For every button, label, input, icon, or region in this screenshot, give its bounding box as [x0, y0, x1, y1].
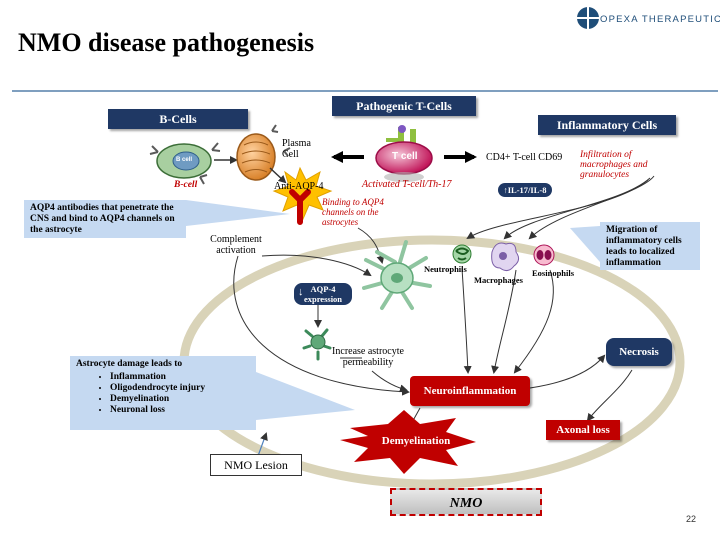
pathogenic-t-cells-header: Pathogenic T-Cells	[332, 96, 476, 116]
axonal-loss-box: Axonal loss	[546, 420, 620, 440]
macrophage-icon	[491, 242, 520, 272]
eosinophils-label: Eosinophils	[532, 268, 575, 278]
aqp4-expression-line2: expression	[303, 294, 343, 304]
macrophages-label: Macrophages	[474, 275, 523, 285]
il17-il8-badge: ↑IL-17/IL-8	[498, 183, 552, 197]
down-arrow-icon: ↓	[298, 286, 304, 298]
up-arrow-icon: ↑	[503, 185, 508, 195]
list-item: Oligodendrocyte injury	[110, 383, 250, 394]
b-cell-icon	[149, 142, 221, 185]
aqp4-expression-badge: ↓ AQP-4 expression	[294, 283, 352, 305]
antibody-icon	[289, 189, 311, 225]
title-divider	[12, 90, 718, 92]
callout-pointer-damage	[256, 372, 355, 420]
callout-pointer-aqp4	[186, 200, 290, 226]
b-cells-header: B-Cells	[108, 109, 248, 129]
list-item: Inflammation	[110, 372, 250, 383]
list-item: Neuronal loss	[110, 405, 250, 416]
opexa-logo-icon	[577, 7, 599, 29]
astrocyte-damage-list: Inflammation Oligodendrocyte injury Demy…	[76, 372, 250, 416]
astrocyte-damage-callout: Astrocyte damage leads to Inflammation O…	[70, 356, 256, 430]
eosinophil-icon	[533, 244, 555, 266]
damaged-astrocyte-icon	[302, 328, 332, 361]
nmo-box: NMO	[390, 488, 542, 516]
aqp4-expression-line1: AQP-4	[310, 284, 336, 294]
binding-aqp4-label: Binding to AQP4 channels on the astrocyt…	[322, 197, 384, 227]
activated-t-cell-label: Activated T-cell/Th-17	[362, 179, 452, 190]
cd4-label: CD4+ T-cell CD69	[486, 152, 563, 163]
plasma-cell-label: Plasma Cell	[282, 138, 311, 160]
astrocyte-damage-title: Astrocyte damage leads to	[76, 359, 183, 369]
astrocyte-icon	[362, 240, 432, 310]
il17-label: IL-17/IL-8	[507, 185, 547, 195]
infiltration-label: Infiltration of macrophages and granuloc…	[580, 150, 648, 180]
aqp4-antibodies-callout: AQP4 antibodies that penetrate the CNS a…	[24, 200, 186, 238]
list-item: Demyelination	[110, 394, 250, 405]
neutrophil-icon	[452, 244, 472, 264]
anti-aqp4-label: Anti-AQP-4	[274, 181, 324, 192]
page-number: 22	[686, 514, 697, 524]
inflammatory-cells-header: Inflammatory Cells	[538, 115, 676, 135]
nmo-lesion-label: NMO Lesion	[210, 454, 302, 476]
callout-pointer-migration	[570, 226, 600, 262]
page-title: NMO disease pathogenesis	[18, 28, 315, 57]
logo-text: OPEXA THERAPEUTICS	[600, 14, 720, 25]
t-cell-icon	[375, 125, 433, 182]
necrosis-box: Necrosis	[606, 338, 672, 366]
demyelination-label: Demyelination	[381, 435, 451, 447]
b-cell-inner-label: B cell	[176, 157, 193, 163]
b-cell-caption: B-cell	[174, 180, 198, 190]
demyelination-burst	[340, 410, 476, 474]
migration-callout: Migration of inflammatory cells leads to…	[600, 222, 700, 270]
complement-activation-label: Complement activation	[210, 234, 262, 256]
neutrophils-label: Neutrophils	[424, 264, 467, 274]
plasma-cell-icon	[236, 124, 291, 181]
t-cell-inner-label: T cell	[392, 151, 418, 162]
neuroinflammation-box: Neuroinflammation	[410, 376, 530, 406]
increase-permeability-label: Increase astrocyte permeability	[332, 346, 404, 368]
